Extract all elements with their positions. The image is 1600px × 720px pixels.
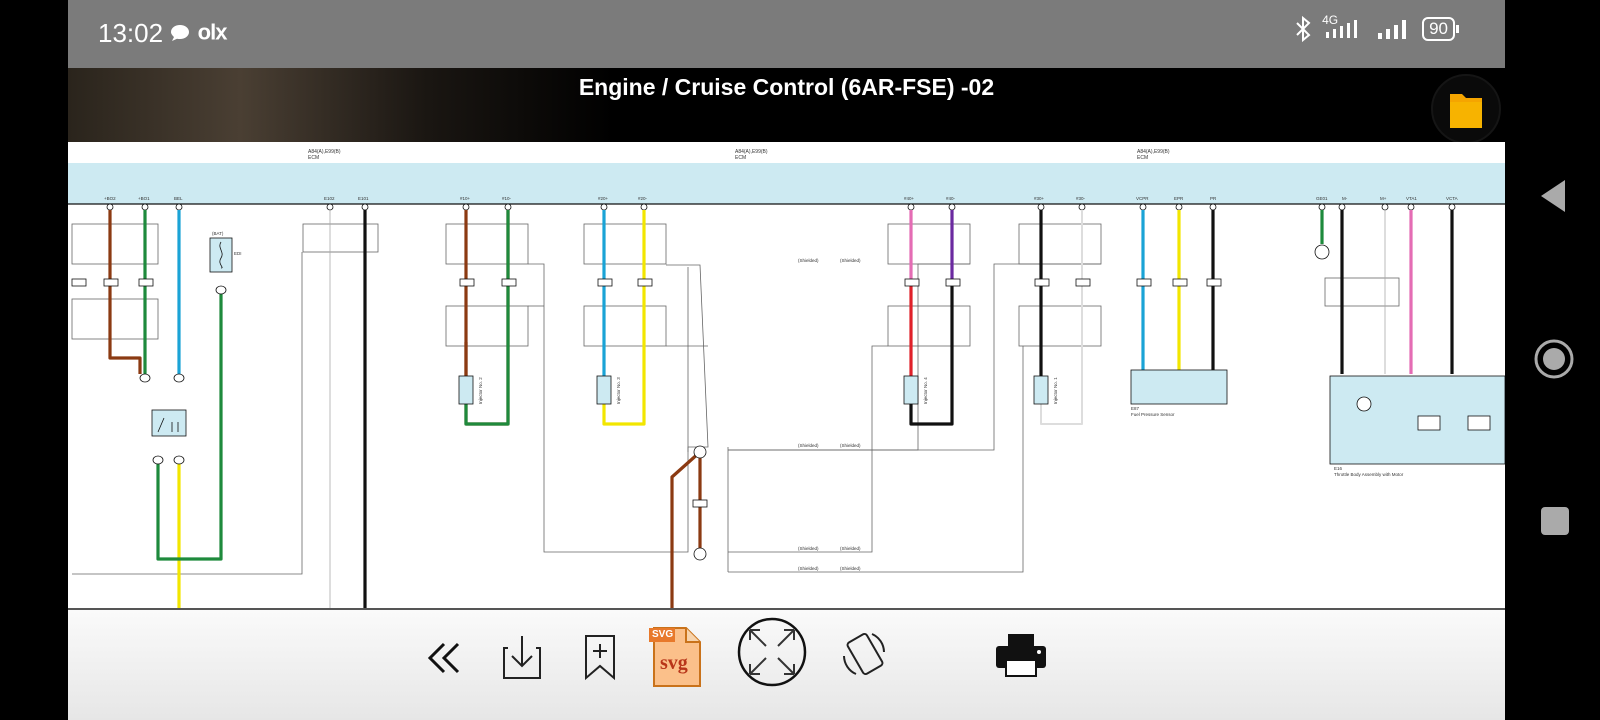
- system-nav-bar: [1505, 0, 1600, 720]
- print-button[interactable]: [994, 630, 1048, 685]
- shielded-label: (Shielded): [798, 566, 819, 571]
- notification-icons: olx: [169, 18, 228, 46]
- shielded-label: (Shielded): [840, 443, 861, 448]
- fuse-component: EDI (BAT): [209, 231, 242, 273]
- status-bar: 13:02 olx 4G 90: [68, 0, 1505, 68]
- svg-export-button[interactable]: SVG svg: [648, 624, 704, 695]
- pin-label: BEL: [174, 196, 183, 201]
- shielded-label: (Shielded): [840, 566, 861, 571]
- throttle-body: E16 Throttle Body Assembly with Motor: [1329, 375, 1505, 477]
- fullscreen-expand-icon: [737, 617, 807, 687]
- pin-label: VCTA: [1446, 196, 1458, 201]
- ecm-header-name: ECM: [1137, 155, 1148, 161]
- ecm-header-code: A84(A),E99(B): [735, 149, 768, 155]
- pin-label: M+: [1380, 196, 1387, 201]
- nav-recents-button[interactable]: [1539, 505, 1571, 542]
- bookmark-add-icon: [585, 635, 615, 681]
- network-type: 4G: [1322, 13, 1339, 27]
- pin-label: #10-: [502, 196, 512, 201]
- signal-4g-icon: 4G: [1322, 13, 1366, 42]
- pin-label: #40+: [904, 196, 915, 201]
- pin-label: #30-: [1076, 196, 1086, 201]
- ecm-header-name: ECM: [735, 155, 746, 161]
- download-icon: [503, 636, 541, 679]
- pin-label: #10+: [460, 196, 471, 201]
- folder-button[interactable]: [1431, 74, 1501, 144]
- pin-label: #20+: [598, 196, 609, 201]
- top-pin-labels: +BO2 +BO1 BEL E102 E101 #10+ #10- #20+ #…: [104, 196, 1458, 201]
- fullscreen-button[interactable]: [736, 616, 808, 693]
- shielded-label: (Shielded): [798, 546, 819, 551]
- injectors: Injector No. 2 Injector No. 3 Injector N…: [458, 375, 1058, 405]
- page-title: Engine / Cruise Control (6AR-FSE) -02: [578, 74, 995, 100]
- pin-label: VTA1: [1406, 196, 1417, 201]
- ecm-header-code: A84(A),E99(B): [308, 149, 341, 155]
- fuel-pressure-sensor: E87 Fuel Pressure Sensor: [1130, 369, 1228, 417]
- home-circle-icon: [1534, 339, 1574, 379]
- wiring-diagram-svg: A84(A),E99(B) ECM A84(A),E99(B) ECM A84(…: [68, 142, 1505, 608]
- injector-label: Injector No. 4: [923, 377, 928, 404]
- pin-label: GE01: [1316, 196, 1328, 201]
- injector-label: Injector No. 2: [478, 377, 483, 404]
- ecm-header-name: ECM: [308, 155, 319, 161]
- svg-file-icon: [649, 627, 701, 687]
- component-name: Throttle Body Assembly with Motor: [1334, 472, 1404, 477]
- title-bar: Engine / Cruise Control (6AR-FSE) -02: [68, 68, 1505, 144]
- status-time: 13:02: [98, 18, 164, 48]
- back-triangle-icon: [1541, 180, 1565, 212]
- pin-label: +BO2: [104, 196, 116, 201]
- injector-label: Injector No. 1: [1053, 377, 1058, 404]
- pin-label: PR: [1210, 196, 1217, 201]
- fuse-name: EDI: [234, 251, 242, 256]
- bottom-toolbar: SVG svg: [68, 608, 1505, 720]
- nav-home-button[interactable]: [1533, 338, 1575, 385]
- pin-label: E101: [358, 196, 369, 201]
- component-name: Fuel Pressure Sensor: [1131, 412, 1175, 417]
- shielded-labels: (Shielded) (Shielded) (Shielded) (Shield…: [798, 258, 861, 571]
- app-screen: 13:02 olx 4G 90: [68, 0, 1505, 720]
- shielded-label: (Shielded): [798, 258, 819, 263]
- bookmark-add-button[interactable]: [582, 632, 618, 687]
- fuse-label: (BAT): [212, 231, 224, 236]
- nav-back-button[interactable]: [1537, 178, 1569, 219]
- download-button[interactable]: [500, 632, 544, 687]
- pin-label: #40-: [946, 196, 956, 201]
- pin-label: E102: [324, 196, 335, 201]
- svg-badge: SVG: [652, 629, 674, 640]
- pin-label: +BO1: [138, 196, 150, 201]
- pin-label: EPR: [1174, 196, 1184, 201]
- pin-label: VCPR: [1136, 196, 1149, 201]
- injector-label: Injector No. 3: [616, 377, 621, 404]
- battery-icon: 90: [1422, 17, 1459, 41]
- folder-icon: [1450, 94, 1482, 128]
- recents-square-icon: [1541, 507, 1569, 535]
- back-button[interactable]: [426, 638, 466, 683]
- component-id: E16: [1334, 466, 1343, 471]
- bluetooth-icon: [1296, 16, 1311, 42]
- wiring-diagram[interactable]: A84(A),E99(B) ECM A84(A),E99(B) ECM A84(…: [68, 142, 1505, 608]
- component-id: E87: [1131, 406, 1140, 411]
- pin-label: #30+: [1034, 196, 1045, 201]
- rotate-button[interactable]: [838, 628, 890, 685]
- ecm-band: [68, 163, 1505, 204]
- olx-icon: olx: [197, 19, 228, 45]
- chat-bubble-icon: [171, 24, 189, 41]
- rotate-screen-icon: [843, 633, 885, 675]
- ecm-header-code: A84(A),E99(B): [1137, 149, 1170, 155]
- signal-icon: [1378, 20, 1407, 39]
- shielded-label: (Shielded): [840, 546, 861, 551]
- svg-label: svg: [660, 652, 688, 674]
- shielded-label: (Shielded): [798, 443, 819, 448]
- relay-component: [151, 409, 187, 437]
- print-icon: [996, 634, 1046, 677]
- pin-label: #20-: [638, 196, 648, 201]
- back-double-chevron-icon: [427, 642, 460, 674]
- pin-label: M-: [1342, 196, 1348, 201]
- shielded-label: (Shielded): [840, 258, 861, 263]
